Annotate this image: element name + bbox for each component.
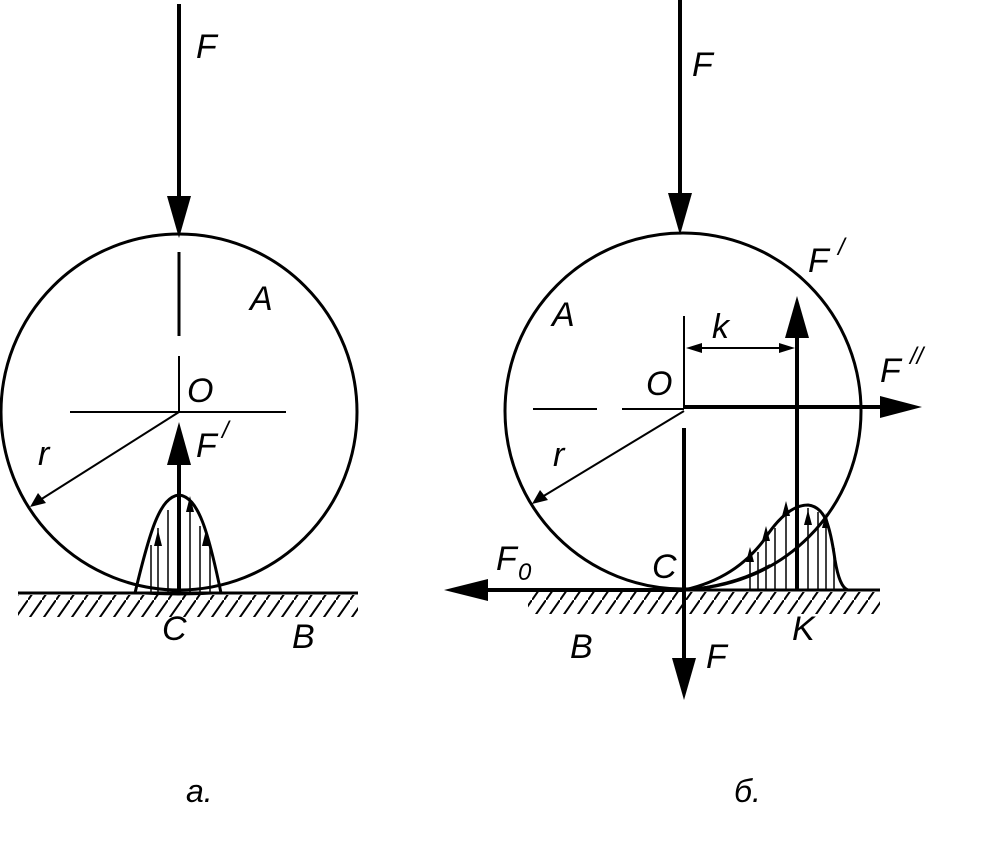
label-f0-subscript-b: 0 bbox=[518, 559, 532, 586]
force-fdouble-arrowhead-b bbox=[880, 396, 922, 418]
label-fprime-b: F bbox=[808, 242, 831, 280]
figure-b: F F / A k O F // r F 0 C B K F б. bbox=[444, 0, 926, 809]
label-fprime-mark-a: / bbox=[220, 417, 231, 444]
reaction-fprime-arrowhead-b bbox=[785, 296, 809, 338]
ground-hatching-a bbox=[18, 595, 358, 617]
pressure-curve-a bbox=[133, 493, 223, 594]
label-fdouble-mark-b: // bbox=[908, 343, 926, 370]
dimension-k-arrow-left bbox=[686, 343, 702, 353]
pressure-curve-b bbox=[683, 503, 849, 592]
caption-a: а. bbox=[186, 773, 213, 809]
label-k-dimension: k bbox=[712, 308, 731, 346]
label-f0-b: F bbox=[496, 540, 519, 578]
label-fprime-mark-b: / bbox=[836, 234, 847, 261]
force-f-arrowhead-a bbox=[167, 196, 191, 238]
pressure-lines-b bbox=[749, 508, 835, 590]
force-f-bottom-arrowhead-b bbox=[672, 658, 696, 700]
label-c-a: C bbox=[162, 610, 187, 648]
label-r-b: r bbox=[553, 436, 566, 474]
label-a-body-a: A bbox=[248, 280, 273, 318]
label-c-b: C bbox=[652, 548, 677, 586]
label-b-base-a: B bbox=[292, 618, 315, 656]
figure-a: F A O F / r C B а. bbox=[0, 4, 359, 809]
label-fprime-a: F bbox=[196, 427, 219, 465]
label-f-top-b: F bbox=[692, 46, 715, 84]
label-b-base-b: B bbox=[570, 628, 593, 666]
reaction-fprime-arrowhead-a bbox=[167, 422, 191, 465]
label-o-center-b: O bbox=[646, 365, 672, 403]
force-f-arrowhead-b bbox=[668, 193, 692, 235]
pressure-arrowheads-b bbox=[746, 501, 830, 562]
label-f-bottom-b: F bbox=[706, 638, 729, 676]
label-o-center-a: O bbox=[187, 372, 213, 410]
contact-arc-a bbox=[134, 592, 222, 596]
label-r-a: r bbox=[38, 435, 51, 473]
radius-line-a bbox=[39, 411, 180, 501]
dimension-k-arrow-right bbox=[779, 343, 795, 353]
label-fdouble-b: F bbox=[880, 352, 903, 390]
radius-arrowhead-b bbox=[532, 490, 548, 504]
caption-b: б. bbox=[734, 773, 761, 809]
radius-line-b bbox=[541, 410, 685, 498]
pressure-arrowheads-a bbox=[154, 496, 210, 546]
ground-hatching-b bbox=[528, 592, 880, 614]
contact-arc-b bbox=[683, 564, 771, 591]
radius-arrowhead-a bbox=[30, 493, 46, 507]
label-f-top-a: F bbox=[196, 28, 219, 66]
force-f0-arrowhead-b bbox=[444, 579, 488, 601]
label-a-body-b: A bbox=[550, 296, 575, 334]
label-k-point-b: K bbox=[792, 610, 816, 648]
